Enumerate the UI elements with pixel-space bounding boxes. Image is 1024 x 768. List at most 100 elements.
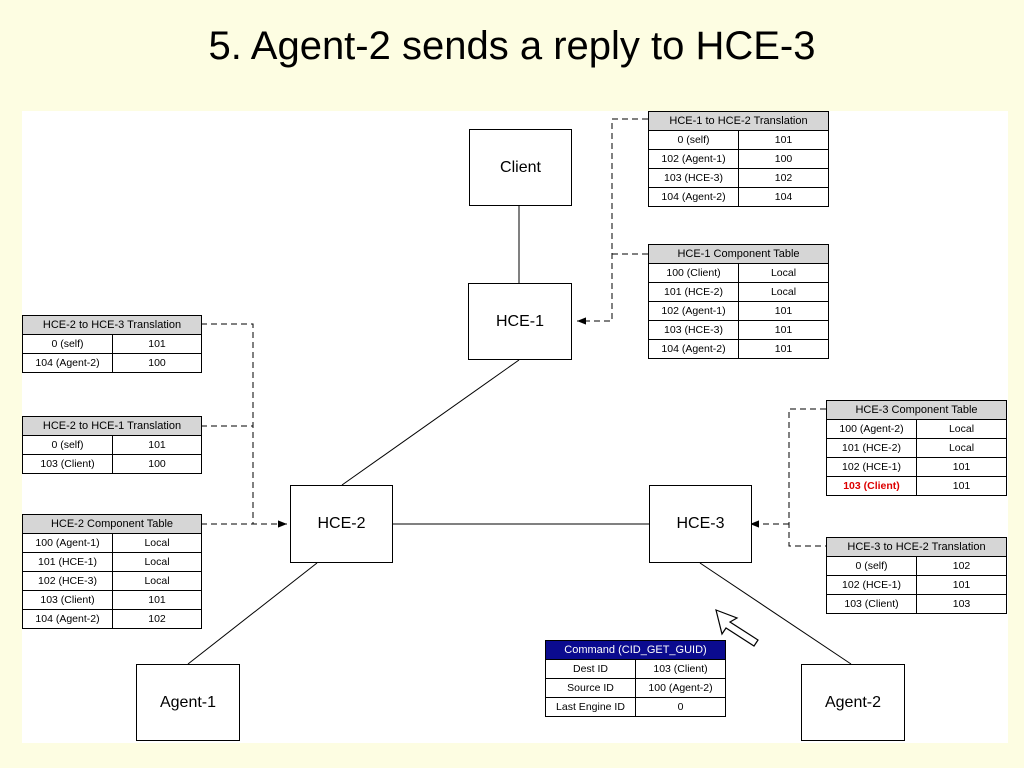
table-row: 104 (Agent-2)102 <box>22 609 202 629</box>
table-row: 102 (Agent-1)100 <box>648 149 830 169</box>
table-hce3-to-hce2-translation: HCE-3 to HCE-2 Translation 0 (self)102 1… <box>825 537 1008 614</box>
table-cell: Local <box>112 571 202 591</box>
table-cell: 102 <box>737 168 830 188</box>
table-title: HCE-1 Component Table <box>648 244 829 264</box>
table-hce3-component: HCE-3 Component Table 100 (Agent-2)Local… <box>826 400 1007 496</box>
table-row: 101 (HCE-2)Local <box>826 438 1007 458</box>
table-cell: 104 (Agent-2) <box>22 609 113 629</box>
table-cell: 104 <box>737 187 830 207</box>
table-row: HCE-1 to HCE-2 Translation <box>647 111 830 131</box>
table-row: HCE-3 Component Table <box>826 400 1007 420</box>
table-hce2-to-hce1-translation: HCE-2 to HCE-1 Translation 0 (self)101 1… <box>21 416 203 474</box>
table-cell: 102 (HCE-3) <box>22 571 113 591</box>
table-cell: Last Engine ID <box>545 697 636 717</box>
table-cell: Dest ID <box>545 659 636 679</box>
table-row: 101 (HCE-2)Local <box>648 282 829 302</box>
table-row: 100 (Agent-2)Local <box>826 419 1007 439</box>
table-row: 104 (Agent-2)100 <box>22 353 203 373</box>
hollow-arrow-icon <box>715 609 759 647</box>
table-cell: 101 <box>111 334 203 354</box>
table-cell: Source ID <box>545 678 636 698</box>
table-cell: 102 (Agent-1) <box>648 301 739 321</box>
table-row: HCE-2 to HCE-3 Translation <box>21 315 203 335</box>
table-cell: 104 (Agent-2) <box>22 353 113 373</box>
table-cell: 101 (HCE-1) <box>22 552 113 572</box>
table-cell: 101 <box>112 590 202 610</box>
table-row: 0 (self)102 <box>826 556 1008 576</box>
table-cell: 0 (self) <box>648 130 739 150</box>
table-row: 102 (HCE-1)101 <box>826 457 1007 477</box>
table-cell: 100 <box>737 149 830 169</box>
table-cell: 104 (Agent-2) <box>648 339 739 359</box>
table-row: 100 (Client)Local <box>648 263 829 283</box>
table-cell: 100 <box>111 454 203 474</box>
table-cell: 103 (Client) <box>22 454 113 474</box>
table-cell: 100 (Agent-2) <box>826 419 917 439</box>
table-cell: Local <box>916 438 1007 458</box>
table-cell: 101 (HCE-2) <box>826 438 917 458</box>
node-hce1[interactable]: HCE-1 <box>468 283 572 360</box>
table-row: 0 (self)101 <box>648 130 830 150</box>
node-hce2[interactable]: HCE-2 <box>290 485 393 563</box>
table-row: 101 (HCE-1)Local <box>22 552 202 572</box>
node-agent1[interactable]: Agent-1 <box>136 664 240 741</box>
table-cell: 101 <box>738 320 829 340</box>
table-row: 0 (self)101 <box>22 334 203 354</box>
table-title: HCE-2 Component Table <box>22 514 202 534</box>
table-cell: 101 <box>111 435 203 455</box>
table-title: HCE-2 to HCE-1 Translation <box>21 416 203 436</box>
table-hce2-to-hce3-translation: HCE-2 to HCE-3 Translation 0 (self)101 1… <box>21 315 203 373</box>
table-cell: Local <box>916 419 1007 439</box>
node-agent2[interactable]: Agent-2 <box>801 664 905 741</box>
highlighted-cell: 103 (Client) <box>826 476 917 496</box>
link-hce2-agent1 <box>187 562 318 665</box>
dashed-hce2-to-hce3 <box>201 323 254 524</box>
table-cell: 0 <box>634 697 727 717</box>
link-hce1-hce2 <box>341 359 520 486</box>
node-hce3[interactable]: HCE-3 <box>649 485 752 563</box>
table-row: 104 (Agent-2)104 <box>648 187 830 207</box>
table-cell: 104 (Agent-2) <box>648 187 739 207</box>
table-row: 103 (Client)101 <box>826 476 1007 496</box>
table-title: HCE-3 Component Table <box>826 400 1007 420</box>
table-row: HCE-2 Component Table <box>22 514 202 534</box>
table-cell: 102 (HCE-1) <box>826 575 917 595</box>
table-cell: 102 (Agent-1) <box>648 149 739 169</box>
table-cell: Local <box>738 263 829 283</box>
table-row: HCE-1 Component Table <box>648 244 829 264</box>
table-cell: 103 (HCE-3) <box>648 320 739 340</box>
table-cell: 100 (Agent-1) <box>22 533 113 553</box>
node-client[interactable]: Client <box>469 129 572 206</box>
table-cell: 100 <box>111 353 203 373</box>
table-cell: 101 <box>916 457 1007 477</box>
table-row: 102 (HCE-1)101 <box>826 575 1008 595</box>
link-hce3-agent2 <box>699 562 852 665</box>
table-row: 102 (Agent-1)101 <box>648 301 829 321</box>
table-cell: 102 <box>915 556 1008 576</box>
table-title: Command (CID_GET_GUID) <box>544 640 727 660</box>
table-cell: 0 (self) <box>826 556 917 576</box>
table-cell: 103 (Client) <box>826 594 917 614</box>
table-row: HCE-2 to HCE-1 Translation <box>21 416 203 436</box>
table-row: 100 (Agent-1)Local <box>22 533 202 553</box>
table-row: 103 (Client)101 <box>22 590 202 610</box>
table-row: Command (CID_GET_GUID) <box>544 640 727 660</box>
table-cell: 103 (Client) <box>634 659 727 679</box>
table-cell: 0 (self) <box>22 334 113 354</box>
dashed-hce3-component <box>788 408 826 547</box>
table-cell: Local <box>112 552 202 572</box>
table-cell: 101 (HCE-2) <box>648 282 739 302</box>
table-cell: 102 (HCE-1) <box>826 457 917 477</box>
table-row: HCE-3 to HCE-2 Translation <box>825 537 1008 557</box>
table-cell: 101 <box>915 575 1008 595</box>
dashed-hce1-translation <box>577 118 648 325</box>
diagram-canvas: Client HCE-1 HCE-2 HCE-3 Agent-1 Agent-2… <box>21 111 1008 743</box>
table-cell: 103 <box>915 594 1008 614</box>
table-cell: Local <box>738 282 829 302</box>
table-cell: 0 (self) <box>22 435 113 455</box>
table-title: HCE-3 to HCE-2 Translation <box>825 537 1008 557</box>
table-cell: 101 <box>738 339 829 359</box>
table-cell: 101 <box>737 130 830 150</box>
